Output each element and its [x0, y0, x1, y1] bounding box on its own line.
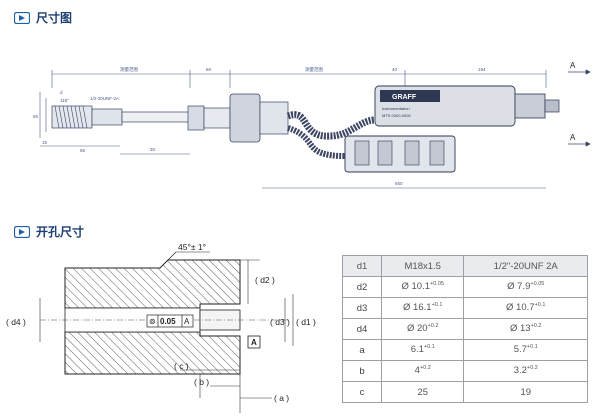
- dimensions-section-title: 尺寸图: [36, 11, 73, 25]
- table-cell: Ø 10.7+0.1: [463, 297, 588, 319]
- table-header-cell: d1: [342, 255, 382, 277]
- row-label: b: [342, 360, 382, 382]
- sensor-housing: GRAFF Instrumentation MTS 0000-0000: [374, 85, 560, 127]
- opening-section-title: 开孔尺寸: [36, 225, 85, 239]
- dim-650-label: 650: [395, 181, 403, 186]
- opening-cross-section: 45°± 1° ( d2 ) ( d3 ) ( d1 ) ( d4 ) ( c …: [6, 242, 316, 413]
- concentricity-icon: ⊚: [149, 317, 156, 326]
- c-label: ( c ): [174, 361, 189, 371]
- table-cell: 19: [463, 381, 588, 403]
- mounting-bracket: [344, 135, 456, 173]
- arrow-a-top: A: [570, 61, 576, 70]
- gdt-frame: [146, 314, 194, 328]
- table-cell: Ø 16.1+0.1: [380, 297, 465, 319]
- row-label: d3: [342, 297, 382, 319]
- flex-cable: [286, 111, 376, 140]
- sensor-rod: [121, 93, 289, 143]
- d4-label: ( d4 ): [6, 317, 26, 327]
- datum-reference: A: [184, 317, 190, 326]
- tolerance-value: 0.05: [160, 317, 176, 326]
- table-cell: Ø 7.9+0.05: [463, 276, 588, 298]
- dim-15-label: 15: [42, 140, 48, 145]
- datum-box-label: A: [251, 338, 257, 347]
- table-row: d2 Ø 10.1+0.05 Ø 7.9+0.05: [342, 276, 588, 298]
- d3-label: ( d3 ): [270, 317, 290, 327]
- opening-section-header: 开孔尺寸: [14, 223, 84, 240]
- angle-label: 45°± 1°: [178, 242, 206, 252]
- table-row: a 6.1+0.1 5.7+0.1: [342, 339, 588, 361]
- plate-line1: Instrumentation: [382, 106, 410, 111]
- table-cell: Ø 10.1+0.05: [380, 276, 465, 298]
- table-cell: Ø 20+0.2: [380, 318, 465, 340]
- dim-194-label: 194: [478, 67, 486, 72]
- table-cell: 25: [380, 381, 465, 403]
- lower-body-section: [64, 331, 241, 375]
- section-a-markers: [568, 69, 591, 147]
- play-arrow-icon: [14, 11, 30, 24]
- row-label: d2: [342, 276, 382, 298]
- sensor-thread-tip: [51, 105, 123, 129]
- row-label: a: [342, 339, 382, 361]
- sensor-dimension-drawing: 测量范围 测量范围 60 40 194 650 58 30 15 55 1/2-…: [33, 61, 591, 189]
- table-cell: 3.2+0.2: [463, 360, 588, 382]
- table-cell: 6.1+0.1: [380, 339, 465, 361]
- row-label: d4: [342, 318, 382, 340]
- dim-58-label: 58: [80, 148, 86, 153]
- play-arrow-icon: [14, 225, 30, 238]
- dim-40-label: 40: [392, 67, 398, 72]
- arrow-a-bottom: A: [570, 133, 576, 142]
- table-cell: 5.7+0.1: [463, 339, 588, 361]
- dim-60-label: 60: [206, 67, 212, 72]
- table-cell: Ø 13+0.2: [463, 318, 588, 340]
- table-header-cell: M18x1.5: [380, 255, 465, 277]
- logo-text: GRAFF: [392, 94, 417, 101]
- range-label-b: 测量范围: [305, 66, 323, 73]
- dim-d-label: d: [60, 90, 63, 95]
- b-label: ( b ): [194, 377, 209, 387]
- table-row: b 4+0.2 3.2+0.2: [342, 360, 588, 382]
- table-header-row: d1 M18x1.5 1/2"-20UNF 2A: [342, 255, 588, 277]
- d1-label: ( d1 ): [296, 317, 316, 327]
- range-label-a: 测量范围: [120, 66, 138, 73]
- a-label: ( a ): [274, 393, 289, 403]
- dim-30-label: 30: [150, 147, 156, 152]
- table-row: d4 Ø 20+0.2 Ø 13+0.2: [342, 318, 588, 340]
- datum-box: [247, 335, 261, 349]
- table-row: d3 Ø 16.1+0.1 Ø 10.7+0.1: [342, 297, 588, 319]
- dim-small-label: 55: [33, 114, 39, 119]
- angle-note: 118°: [60, 98, 69, 103]
- thread-note: 1/2-20UNF-2A: [90, 96, 119, 101]
- upper-body-section: [64, 259, 241, 309]
- table-header-cell: 1/2"-20UNF 2A: [463, 255, 588, 277]
- d2-label: ( d2 ): [255, 275, 275, 285]
- table-row: c 25 19: [342, 381, 588, 403]
- dimensions-section-header: 尺寸图: [14, 9, 72, 26]
- plate-line2: MTS 0000-0000: [382, 113, 411, 118]
- row-label: c: [342, 381, 382, 403]
- table-cell: 4+0.2: [380, 360, 465, 382]
- opening-spec-table: d1 M18x1.5 1/2"-20UNF 2A d2 Ø 10.1+0.05 …: [342, 255, 588, 403]
